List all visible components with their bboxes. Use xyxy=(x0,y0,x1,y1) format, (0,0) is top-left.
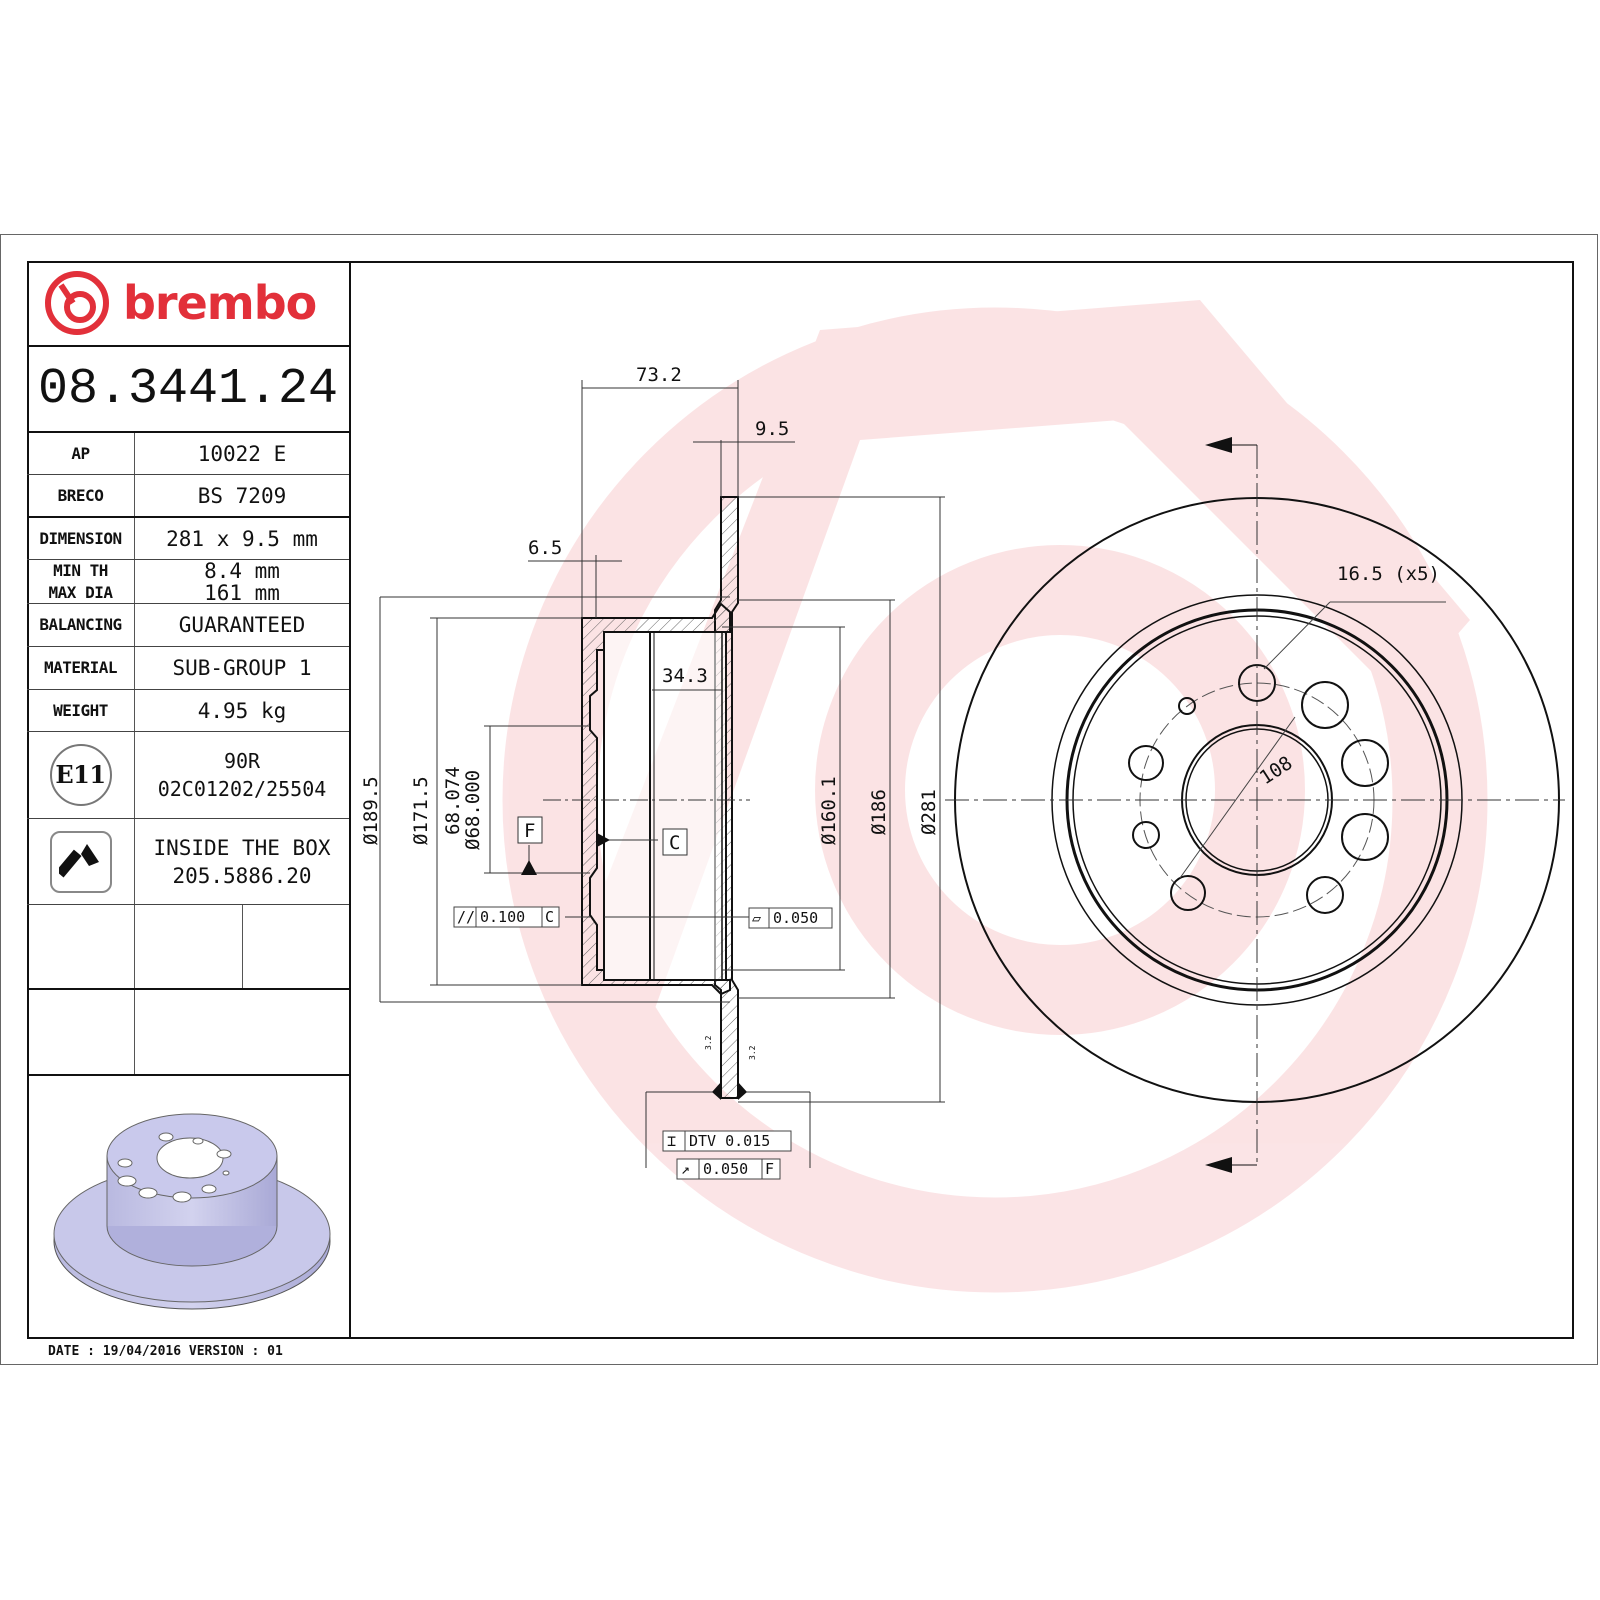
title-block: brembo 08.3441.24 AP 10022 E BRECO BS 72… xyxy=(27,261,351,1339)
bolt-hole-label: 16.5 (x5) xyxy=(1337,563,1440,585)
spec-value: GUARANTEED xyxy=(178,613,306,637)
brembo-logo-icon xyxy=(45,271,109,335)
spec-row-material: MATERIAL SUB-GROUP 1 xyxy=(27,647,349,690)
datum-f xyxy=(517,816,543,844)
brake-disc-image xyxy=(53,1113,331,1310)
hardware-note: INSIDE THE BOX xyxy=(153,835,331,860)
part-number: 08.3441.24 xyxy=(27,347,349,433)
spec-value: 281 x 9.5 mm xyxy=(166,526,318,551)
drawing-sheet-border xyxy=(0,234,1598,1365)
front-view xyxy=(945,444,1565,1166)
approval-number: 02C01202/25504 xyxy=(157,777,327,801)
spec-value: 10022 E xyxy=(197,441,287,466)
svg-text:0.050: 0.050 xyxy=(773,909,818,927)
spec-row-weight: WEIGHT 4.95 kg xyxy=(27,690,349,732)
brand-row: brembo xyxy=(27,261,349,347)
spec-row-ap: AP 10022 E xyxy=(27,433,349,475)
spec-value: 4.95 kg xyxy=(197,698,287,723)
spec-value-2: 161 mm xyxy=(204,580,280,605)
spec-label: MATERIAL xyxy=(27,647,135,689)
dimension-texts: 73.2 9.5 6.5 34.3 Ø189.5 Ø171.5 68.074 Ø… xyxy=(360,364,940,850)
drawing-frame xyxy=(27,261,1574,1339)
svg-text:↗: ↗ xyxy=(681,1160,690,1178)
svg-text:Ø281: Ø281 xyxy=(918,789,940,835)
svg-text:9.5: 9.5 xyxy=(755,418,789,440)
spec-value: SUB-GROUP 1 xyxy=(172,656,312,680)
spec-label: AP xyxy=(27,433,135,474)
spec-value: 8.4 mm xyxy=(204,558,280,583)
spec-label-2: MAX DIA xyxy=(48,582,113,602)
spec-row-breco: BRECO BS 7209 xyxy=(27,475,349,518)
screw-icon xyxy=(49,830,112,893)
svg-text:Ø160.1: Ø160.1 xyxy=(818,776,840,845)
dimension-lines xyxy=(379,380,945,1168)
svg-text:6.5: 6.5 xyxy=(528,537,562,559)
svg-text:0.100: 0.100 xyxy=(480,908,525,926)
svg-text:73.2: 73.2 xyxy=(636,364,682,386)
svg-text:3.2: 3.2 xyxy=(748,1045,757,1060)
approval-row: E11 90R 02C01202/25504 xyxy=(27,732,349,819)
spec-row-balancing: BALANCING GUARANTEED xyxy=(27,604,349,647)
empty-row-2 xyxy=(27,990,349,1076)
spec-row-min-max: MIN TH MAX DIA 8.4 mm 161 mm xyxy=(27,560,349,604)
spec-value: BS 7209 xyxy=(197,483,287,508)
svg-text:Ø68.000: Ø68.000 xyxy=(462,770,484,850)
spec-label: WEIGHT xyxy=(27,690,135,731)
svg-text:Ø186: Ø186 xyxy=(868,789,890,835)
svg-text:Ø189.5: Ø189.5 xyxy=(360,776,382,845)
svg-text:68.074: 68.074 xyxy=(442,766,464,835)
brand-name: brembo xyxy=(123,276,317,330)
svg-text:C: C xyxy=(545,908,554,926)
datum-c-label: C xyxy=(669,832,680,854)
svg-text:Ø171.5: Ø171.5 xyxy=(410,776,432,845)
spec-label: DIMENSION xyxy=(27,518,135,559)
svg-text:▱: ▱ xyxy=(752,909,761,927)
svg-text:F: F xyxy=(765,1160,774,1178)
spec-label: BALANCING xyxy=(27,604,135,646)
approval-code: 90R xyxy=(223,749,261,773)
svg-text:DTV 0.015: DTV 0.015 xyxy=(689,1132,770,1150)
spec-label: BRECO xyxy=(27,475,135,516)
spec-row-dimension: DIMENSION 281 x 9.5 mm xyxy=(27,518,349,560)
svg-text:0.050: 0.050 xyxy=(703,1160,748,1178)
hardware-part-number: 205.5886.20 xyxy=(172,863,312,888)
svg-text:34.3: 34.3 xyxy=(662,665,708,687)
svg-text:3.2: 3.2 xyxy=(704,1035,713,1050)
svg-text:⌶: ⌶ xyxy=(667,1132,676,1150)
disc-3d-render xyxy=(27,1076,349,1336)
empty-row-1 xyxy=(27,905,349,990)
e11-approval-icon: E11 xyxy=(49,744,112,806)
footer-date-version: DATE : 19/04/2016 VERSION : 01 xyxy=(48,1344,283,1359)
hardware-row: INSIDE THE BOX 205.5886.20 xyxy=(27,819,349,905)
spec-label: MIN TH xyxy=(53,560,108,580)
datum-f-label: F xyxy=(524,820,535,842)
datum-c xyxy=(662,828,688,856)
svg-text://: // xyxy=(457,908,475,926)
